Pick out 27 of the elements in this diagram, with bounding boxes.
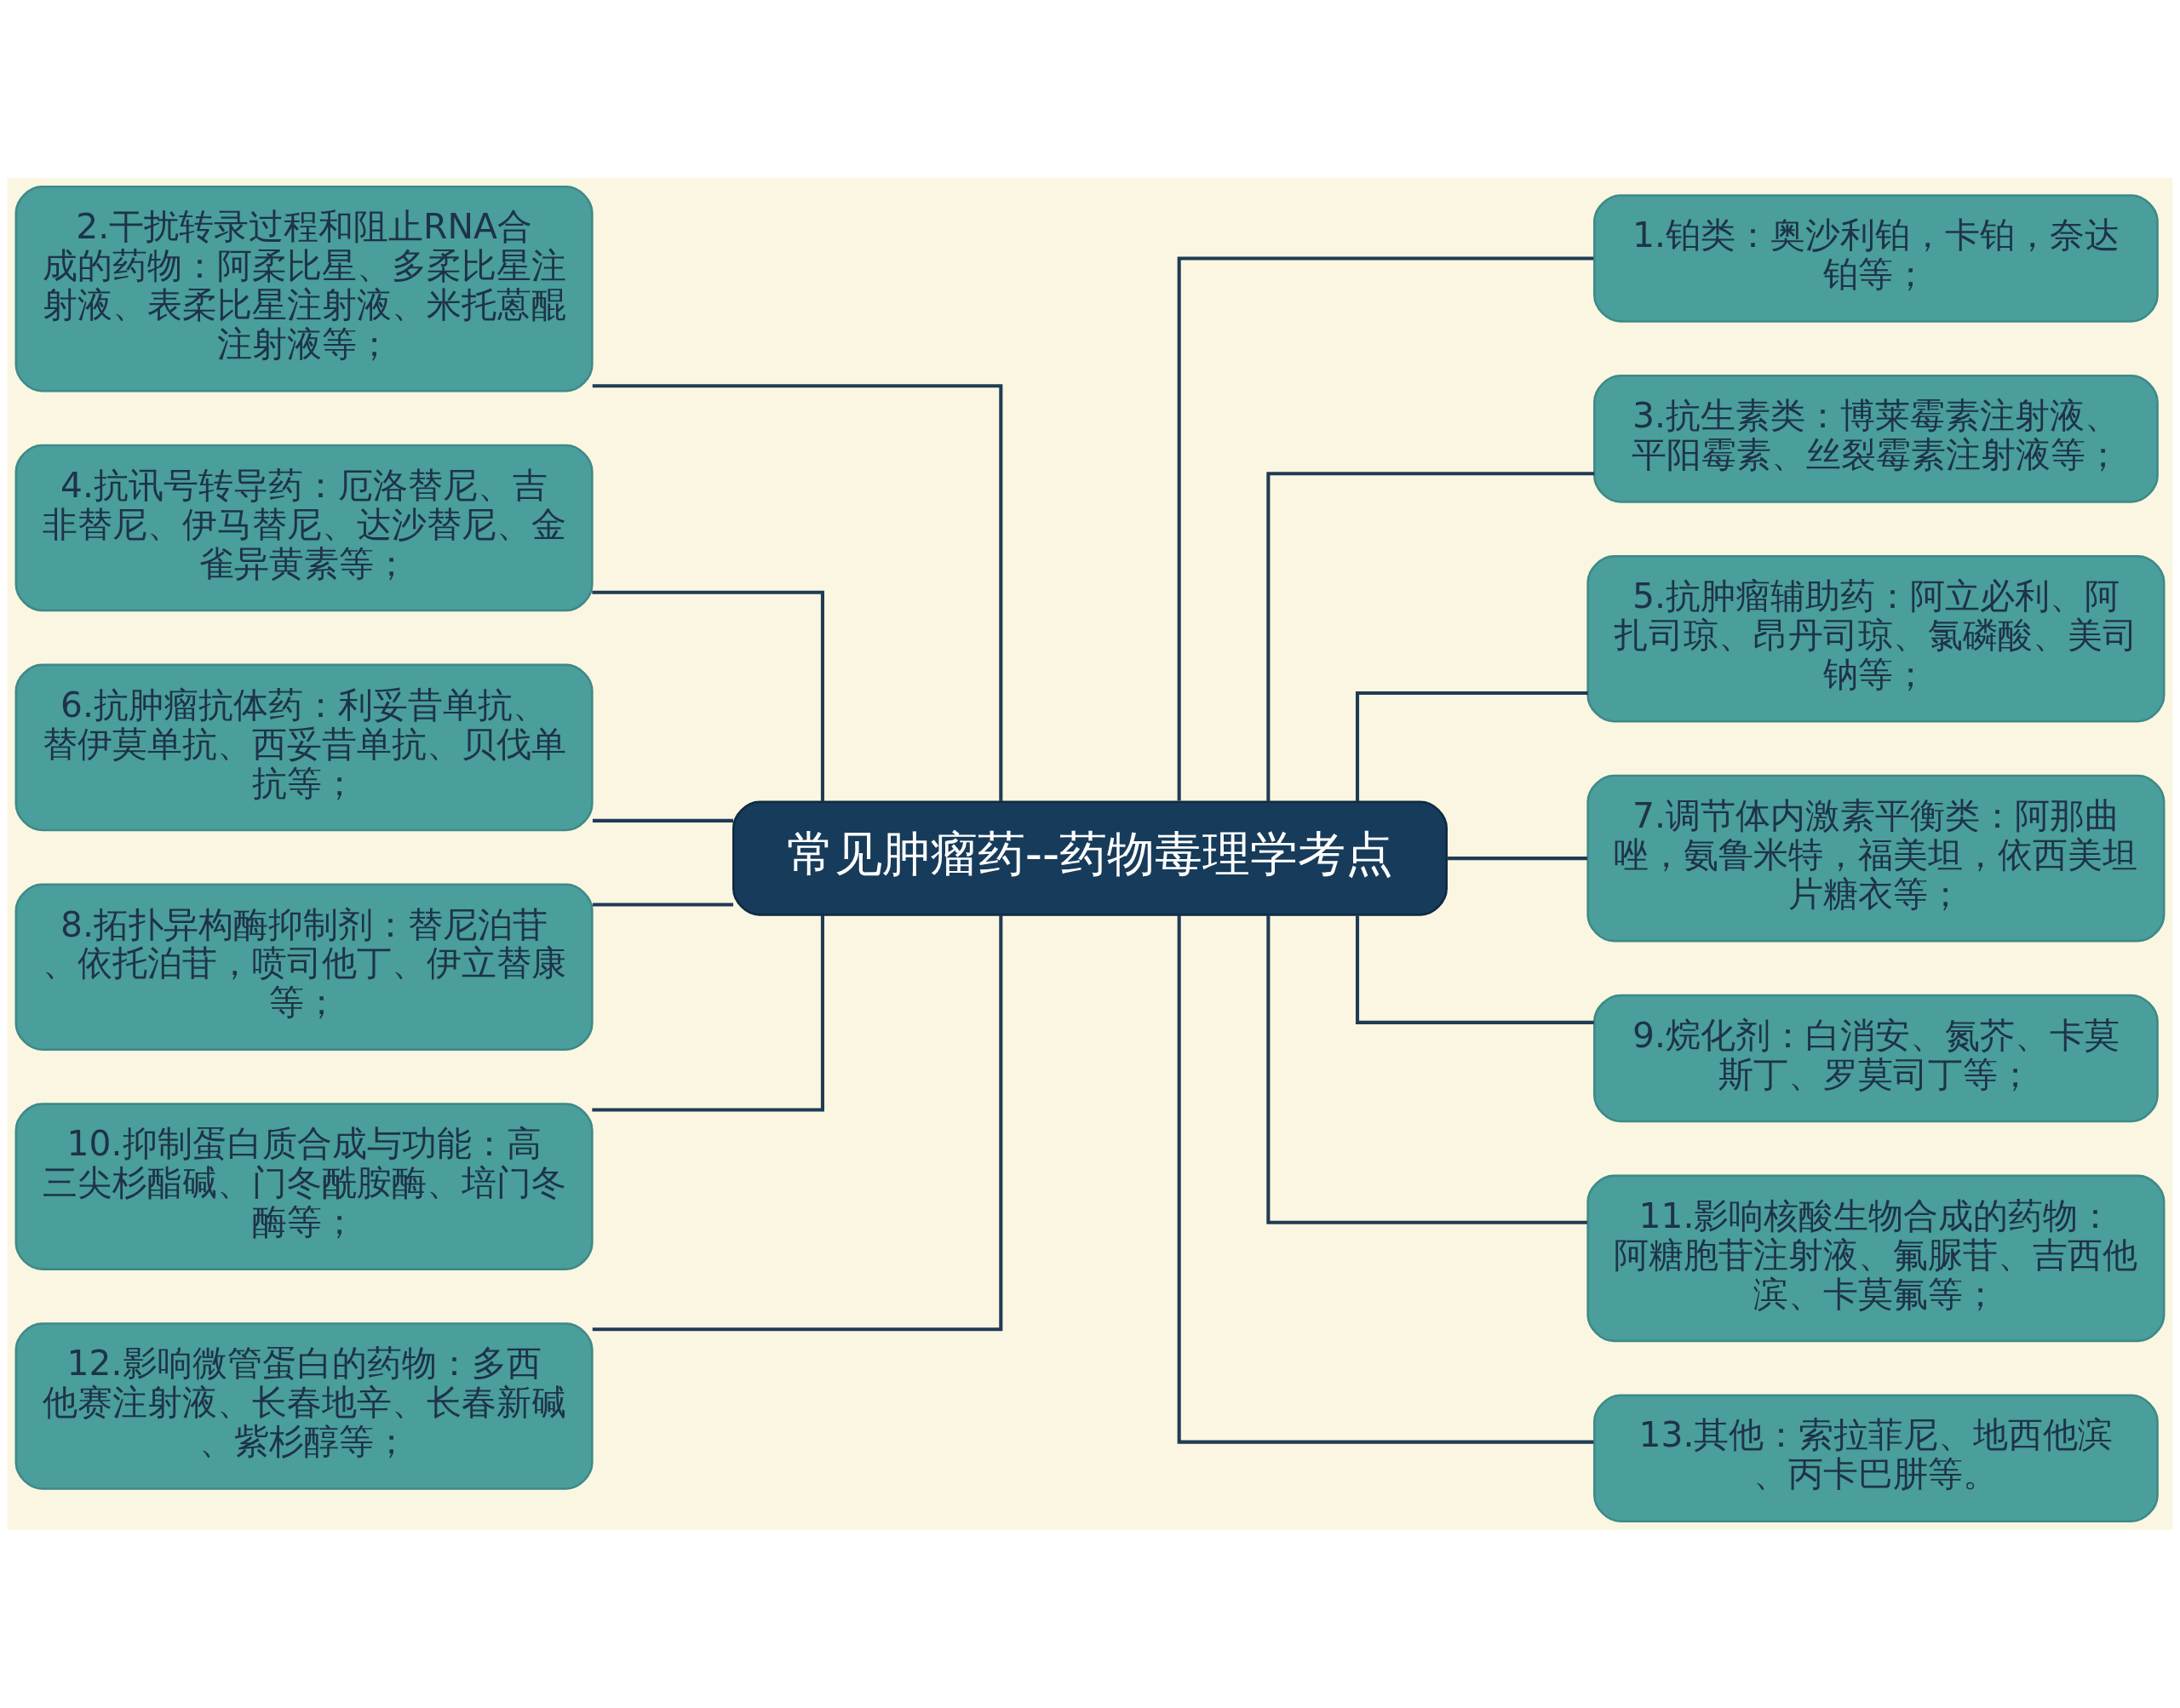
node-box: 8.拓扑异构酶抑制剂：替尼泊苷、依托泊苷，喷司他丁、伊立替康等； <box>14 883 594 1052</box>
node-box: 6.抗肿瘤抗体药：利妥昔单抗、替伊莫单抗、西妥昔单抗、贝伐单抗等； <box>14 663 594 832</box>
connector <box>592 914 1003 1332</box>
node-box: 7.调节体内激素平衡类：阿那曲唑，氨鲁米特，福美坦，依西美坦片糖衣等； <box>1586 774 2166 943</box>
connector <box>592 818 734 822</box>
connector <box>1446 857 1588 861</box>
node-box: 2.干扰转录过程和阻止RNA合成的药物：阿柔比星、多柔比星注射液、表柔比星注射液、米托蒽醌注射液等； <box>14 185 594 393</box>
connector <box>1356 691 1588 802</box>
node-box: 9.烷化剂：白消安、氮芥、卡莫斯丁、罗莫司丁等； <box>1593 994 2159 1123</box>
connector <box>1266 472 1595 802</box>
node-box: 3.抗生素类：博莱霉素注射液、平阳霉素、丝裂霉素注射液等； <box>1593 375 2159 503</box>
node-box: 12.影响微管蛋白的药物：多西他赛注射液、长春地辛、长春新碱、紫杉醇等； <box>14 1322 594 1490</box>
node-box: 1.铂类：奥沙利铂，卡铂，奈达铂等； <box>1593 194 2159 323</box>
node-box: 5.抗肿瘤辅助药：阿立必利、阿扎司琼、昂丹司琼、氯磷酸、美司钠等； <box>1586 554 2166 723</box>
connector <box>592 903 734 907</box>
connector <box>1177 915 1594 1444</box>
connector <box>1356 915 1594 1024</box>
connector <box>592 384 1003 802</box>
node-box: 11.影响核酸生物合成的药物：阿糖胞苷注射液、氟脲苷、吉西他滨、卡莫氟等； <box>1586 1174 2166 1343</box>
node-box: 常见肿瘤药--药物毒理学考点 <box>732 800 1448 916</box>
connector <box>1266 914 1587 1224</box>
node-box: 10.抑制蛋白质合成与功能：高三尖杉酯碱、门冬酰胺酶、培门冬酶等； <box>14 1103 594 1270</box>
node-box: 13.其他：索拉菲尼、地西他滨、丙卡巴肼等。 <box>1593 1394 2159 1523</box>
connector <box>1177 256 1594 801</box>
node-box: 4.抗讯号转导药：厄洛替尼、吉非替尼、伊马替尼、达沙替尼、金雀异黄素等； <box>14 444 594 612</box>
connector <box>592 915 824 1112</box>
connector <box>592 590 824 802</box>
